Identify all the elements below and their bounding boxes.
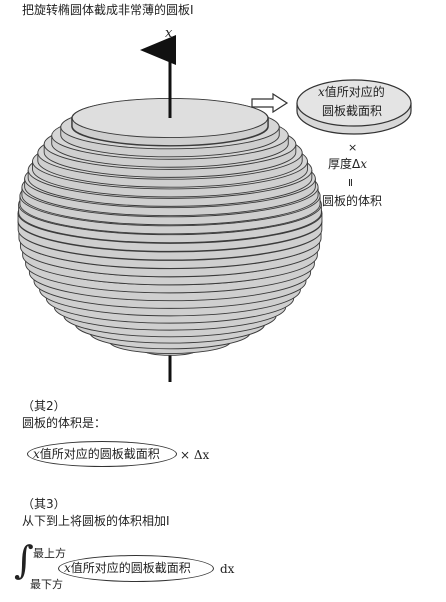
integral-sign-icon: ∫	[14, 538, 34, 582]
step3-expr-tail: dx	[220, 562, 235, 576]
step2-description: 圆板的体积是：	[22, 416, 107, 430]
times-symbol: ×	[348, 141, 358, 154]
step3-description: 从下到上将圆板的体积相加I	[22, 514, 170, 528]
volume-label: 圆板的体积	[322, 194, 383, 208]
disk-label-var: x	[318, 85, 325, 99]
step3-expression: x值所对应的圆板截面积	[64, 561, 191, 575]
step2-expr-var: x	[33, 447, 40, 461]
step3-expr-var: x	[64, 561, 71, 575]
thickness-label: 厚度Δx	[328, 157, 367, 171]
arrow-right-icon	[251, 92, 289, 114]
disk-label-line1: x值所对应的	[318, 85, 385, 99]
axis-label: x	[165, 26, 173, 41]
thickness-text: 厚度Δ	[328, 157, 361, 171]
disk-label-text1: 值所对应的	[324, 85, 385, 99]
step3-expression-oval	[58, 555, 214, 582]
disk-label-line2: 圆板截面积	[322, 104, 383, 118]
step2-expr-tail: × Δx	[180, 448, 210, 462]
integral-upper-limit: 最上方	[33, 547, 66, 560]
step3-heading: （其3）	[22, 497, 66, 511]
step2-heading: （其2）	[22, 399, 66, 413]
step3-expr-text: 值所对应的圆板截面积	[70, 561, 191, 575]
step2-expr-text: 值所对应的圆板截面积	[39, 447, 160, 461]
integral-lower-limit: 最下方	[30, 578, 63, 591]
step2-expression: x值所对应的圆板截面积	[33, 447, 160, 461]
equals-symbol: Ⅱ	[348, 178, 353, 189]
page-title: 把旋转椭圆体截成非常薄的圆板I	[22, 3, 194, 17]
step2-expression-oval	[27, 441, 177, 467]
thickness-var: x	[360, 157, 367, 171]
disk-slices-group	[17, 97, 323, 356]
single-disk-shape	[296, 79, 412, 135]
